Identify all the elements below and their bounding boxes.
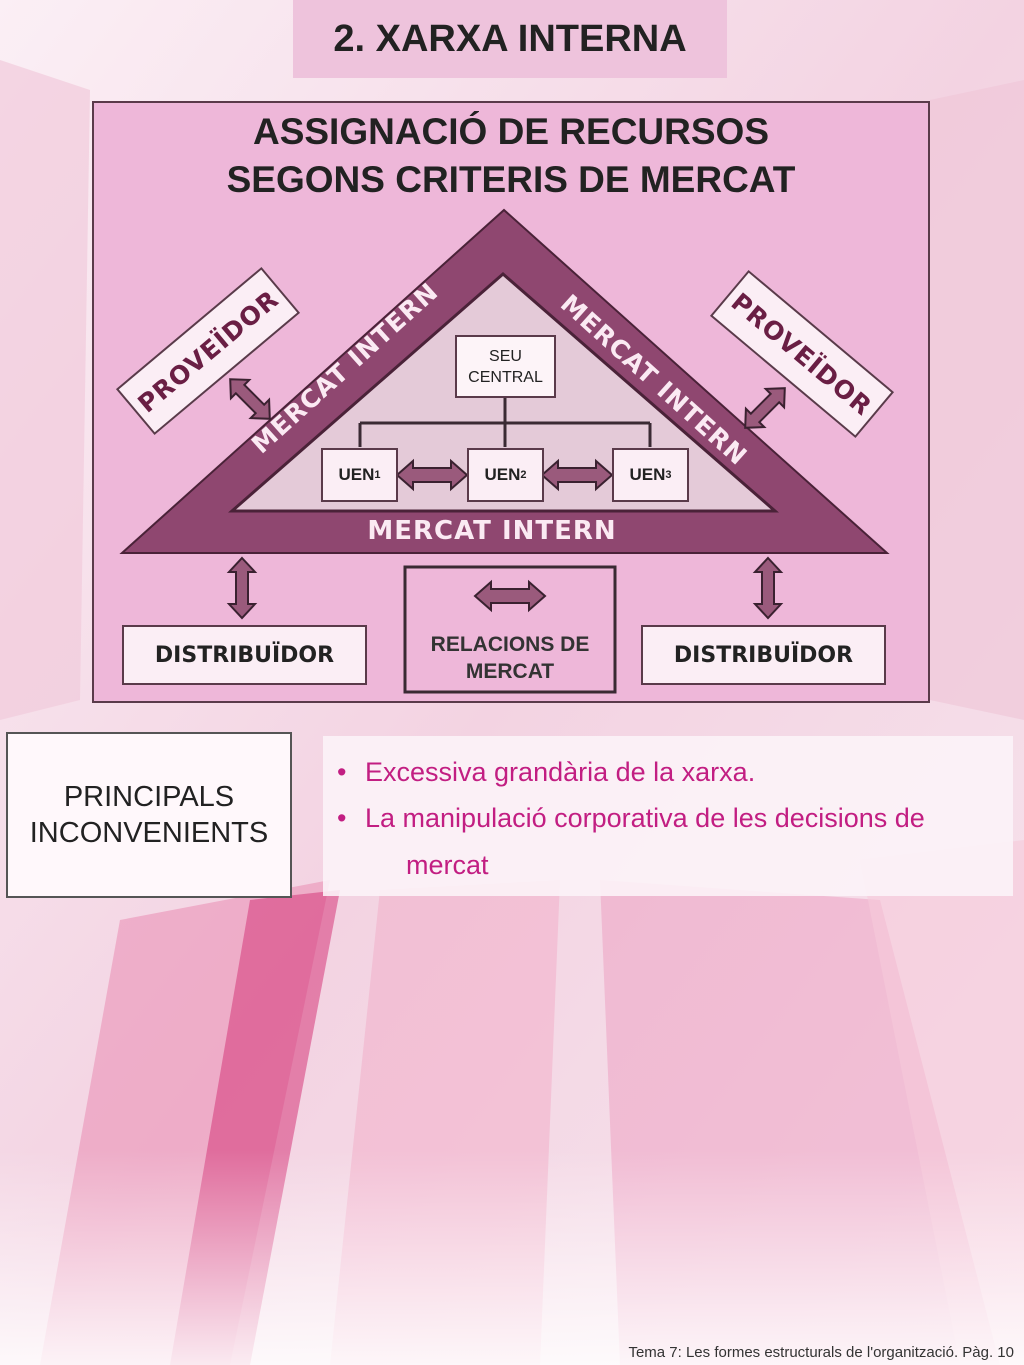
arrow-relacions [473,579,547,613]
uen3-label: UEN [629,465,666,484]
relacions-box [403,565,617,694]
slide-title: 2. XARXA INTERNA [293,0,727,78]
inconvenients-line2: INCONVENIENTS [29,817,269,849]
relacions-label: RELACIONS DE MERCAT [405,631,615,685]
relacions-line2: MERCAT [465,660,555,683]
arrow-right-distribuidor [752,556,784,620]
bullet-continuation: mercat [406,850,489,880]
uen2-subscript: 2 [520,469,527,481]
uen1-label: UEN [338,465,375,484]
inconvenients-box: PRINCIPALS INCONVENIENTS [6,732,292,898]
uen3-subscript: 3 [665,469,672,481]
slide-footer: Tema 7: Les formes estructurals de l'org… [628,1344,1014,1361]
bullets-panel: • Excessiva grandària de la xarxa. • La ma… [323,736,1013,896]
diagram-title-line1: ASSIGNACIÓ DE RECURSOS [252,111,769,152]
bullet-dot: • [337,803,347,833]
inconvenients-line1: PRINCIPALS [63,781,235,813]
distribuidor-right-box: DISTRIBUÏDOR [641,625,886,685]
bullet-text: Excessiva grandària de la xarxa. [365,757,756,787]
arrow-left-proveidor [229,378,271,420]
mercat-intern-bottom-label: MERCAT INTERN [367,516,617,546]
arrow-right-proveidor [744,387,786,429]
seu-central-line1: SEU [489,347,522,365]
uen1-subscript: 1 [374,469,381,481]
diagram-title: ASSIGNACIÓ DE RECURSOS SEGONS CRITERIS D… [92,108,930,204]
distribuidor-left-box: DISTRIBUÏDOR [122,625,367,685]
seu-central-line2: CENTRAL [468,368,543,386]
arrow-left-distribuidor [226,556,258,620]
relacions-line1: RELACIONS DE [430,633,590,656]
uen2-label: UEN [484,465,521,484]
diagram-title-line2: SEGONS CRITERIS DE MERCAT [226,159,796,200]
bullet-item: • La manipulació corporativa de les decis… [337,802,925,834]
bullet-text: La manipulació corporativa de les decisi… [365,803,925,833]
bullet-item: • Excessiva grandària de la xarxa. [337,756,755,788]
seu-central-box: SEU CENTRAL [455,335,556,398]
bullet-dot: • [337,757,347,787]
